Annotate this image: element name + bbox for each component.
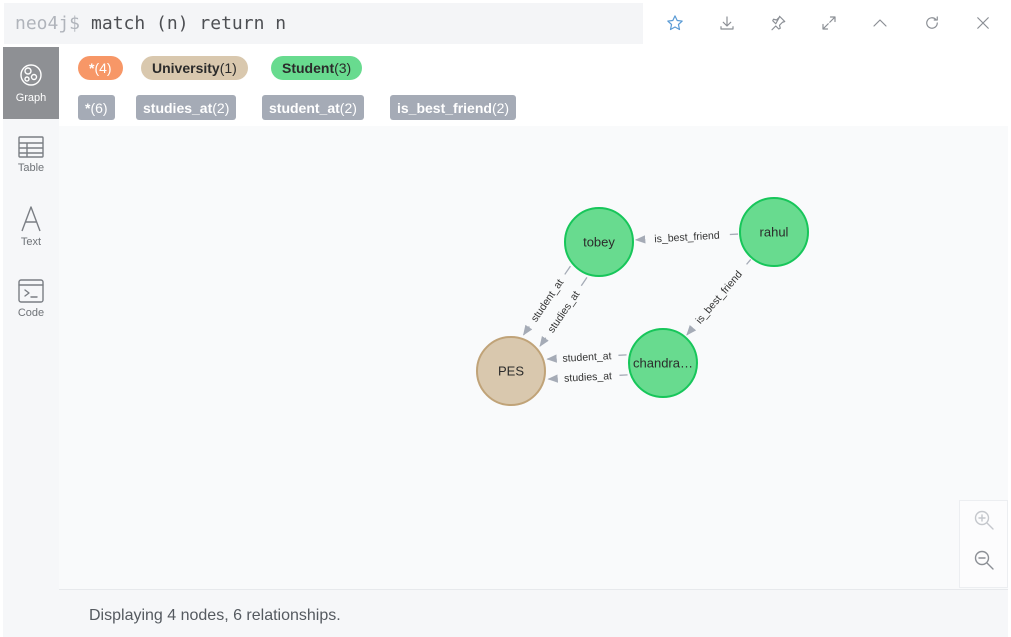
graph-svg[interactable]: is_best_friend is_best_friend studies_at st… [59,126,1008,589]
sidebar-item-text[interactable]: Text [3,191,59,263]
sidebar-item-table[interactable]: Table [3,119,59,191]
download-icon[interactable] [715,11,739,35]
star-icon[interactable] [663,11,687,35]
relationship-arrow [539,335,549,347]
node-chandra[interactable]: chandra… [628,328,698,398]
rel-name: is_best_friend [397,99,492,116]
relationship[interactable]: studies_at [547,370,628,385]
rel-count: (2) [212,99,230,116]
rel-name: student_at [269,99,340,116]
text-icon [21,206,41,232]
sidebar-item-graph[interactable]: Graph [3,47,59,119]
label-pill-all[interactable]: *(4) [78,56,123,80]
status-bar: Displaying 4 nodes, 6 relationships. [59,589,1008,637]
relationship-label: is_best_friend [693,269,745,327]
query-editor[interactable]: neo4j$ match (n) return n [4,3,643,44]
rel-count: (2) [491,99,510,116]
query-text[interactable]: match (n) return n [91,13,287,34]
label-count: (3) [334,60,352,76]
query-prompt: neo4j$ [15,13,81,34]
relationship-line [580,277,588,287]
label-name: University [152,60,220,76]
relationship-arrow [523,324,533,336]
graph-icon [20,64,42,86]
node-circle [739,197,809,267]
node-caption: rahul [760,225,789,240]
sidebar-item-label: Code [17,307,45,319]
zoom-in-icon[interactable] [973,509,995,531]
query-bar: neo4j$ match (n) return n [0,0,1011,47]
rel-name: studies_at [143,99,213,116]
sidebar-item-label: Graph [15,92,47,104]
node-rahul[interactable]: rahul [739,197,809,267]
relationship-label: studies_at [564,370,613,385]
relationship[interactable]: is_best_friend [634,230,739,246]
graph-canvas[interactable]: is_best_friend is_best_friend studies_at st… [59,126,1008,589]
node-caption: PES [498,364,524,379]
rel-name: * [85,99,91,116]
label-name: Student [282,60,335,76]
relationship-line [564,265,571,275]
zoom-out-icon[interactable] [973,549,995,571]
node-circle [564,207,634,277]
rel-count: (6) [90,99,108,116]
relationship[interactable]: student_at [546,350,627,365]
code-icon [18,279,44,303]
view-sidebar: Graph Table Text Code [3,47,59,637]
relationship-arrow [686,324,697,336]
label-count: (4) [94,60,112,76]
sidebar-item-code[interactable]: Code [3,263,59,335]
zoom-controls [959,500,1008,588]
close-icon[interactable] [971,11,995,35]
node-circle [476,336,546,406]
rel-count: (2) [339,99,357,116]
node-circle [628,328,698,398]
sidebar-item-label: Text [20,236,42,248]
label-pill-university[interactable]: University(1) [141,56,248,80]
node-PES[interactable]: PES [476,336,546,406]
graph-legend: *(4) University(1) Student(3) *(6) studi… [59,47,1008,126]
rel-type-is-best-friend[interactable]: is_best_friend(2) [390,95,517,120]
rel-type-studies-at[interactable]: studies_at(2) [136,95,237,120]
relationship-label: is_best_friend [654,230,720,246]
rerun-icon[interactable] [920,11,944,35]
node-caption: chandra… [633,356,693,371]
label-pill-student[interactable]: Student(3) [271,56,363,80]
collapse-icon[interactable] [868,11,892,35]
sidebar-item-label: Table [17,162,45,174]
relationship-label: student_at [562,350,612,365]
relationship-line [746,259,752,265]
node-caption: tobey [583,235,615,250]
node-tobey[interactable]: tobey [564,207,634,277]
table-icon [18,136,44,158]
expand-icon[interactable] [817,11,841,35]
label-count: (1) [219,60,237,76]
pin-icon[interactable] [766,11,790,35]
relationship[interactable]: is_best_friend [686,259,752,336]
status-text: Displaying 4 nodes, 6 relationships. [89,607,341,624]
label-name: * [89,60,95,76]
rel-type-student-at[interactable]: student_at(2) [262,95,364,120]
frame-actions [650,0,1011,47]
rel-type-all[interactable]: *(6) [78,95,115,120]
